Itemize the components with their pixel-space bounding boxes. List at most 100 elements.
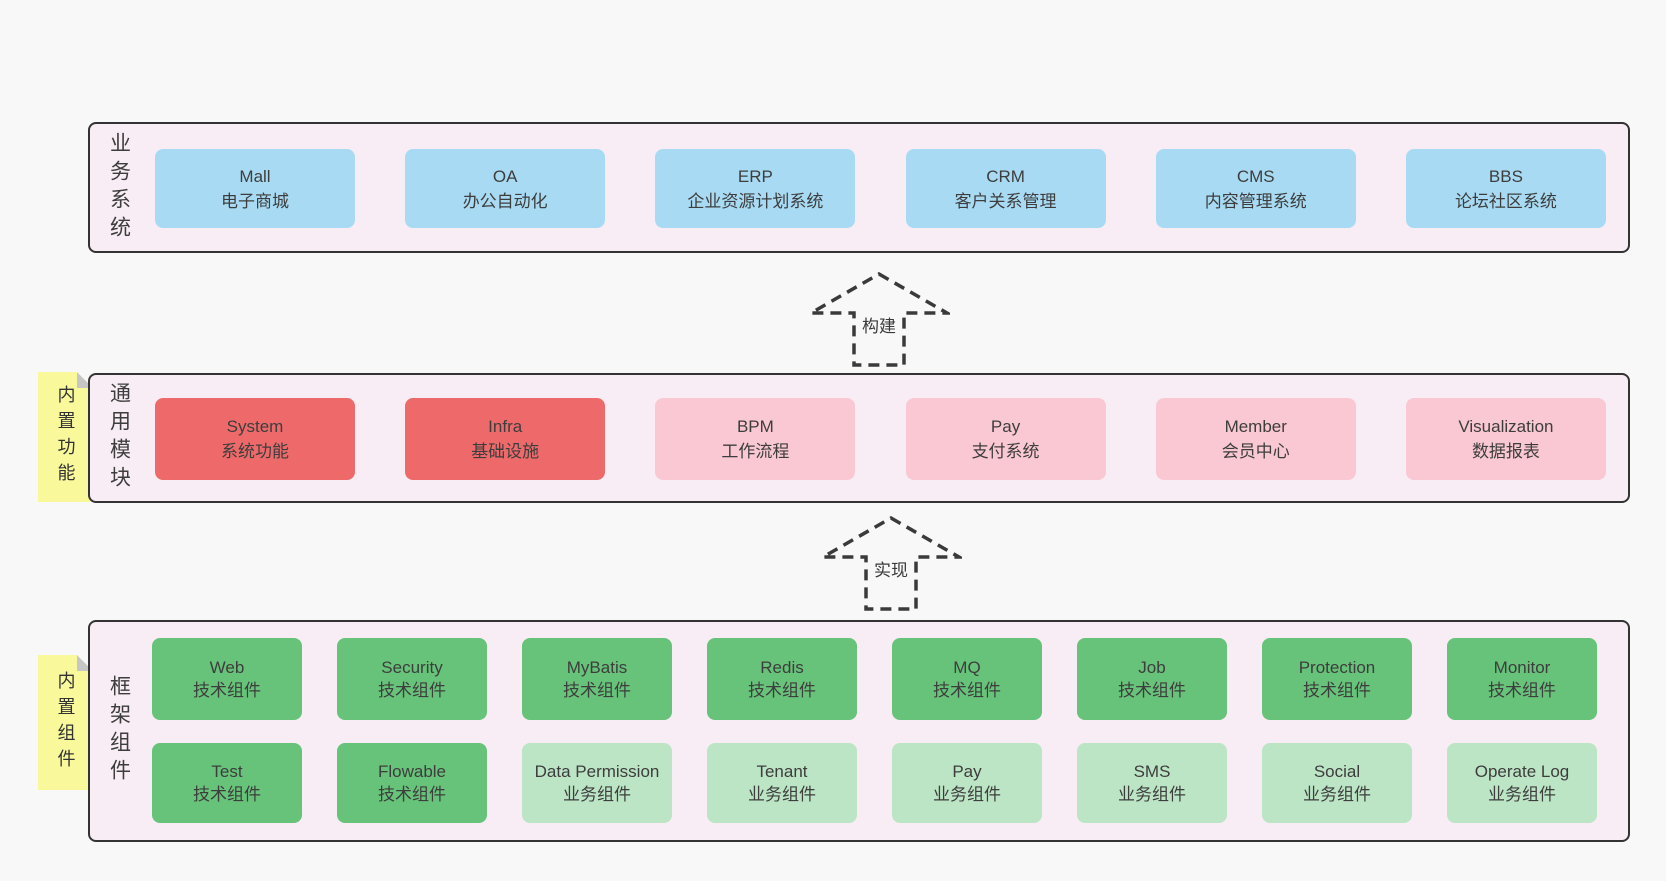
layer-label-business: 业务系统: [107, 131, 131, 244]
box-name: Protection: [1298, 658, 1376, 677]
dashed-up-arrow-icon: [808, 271, 950, 367]
diagram-box-job: Job 技术组件: [1077, 638, 1227, 720]
box-subtitle: 业务组件: [748, 785, 816, 804]
arrow-up-implement: 实现: [820, 515, 962, 612]
box-subtitle: 技术组件: [1118, 681, 1186, 700]
box-subtitle: 业务组件: [1303, 785, 1371, 804]
box-name: Test: [211, 762, 243, 781]
diagram-box-monitor: Monitor 技术组件: [1447, 638, 1597, 720]
layer-label-components: 框架组件: [107, 675, 131, 787]
diagram-box-mall: Mall 电子商城: [155, 149, 355, 228]
diagram-box-tenant: Tenant 业务组件: [707, 743, 857, 823]
diagram-box-cms: CMS 内容管理系统: [1155, 149, 1356, 228]
layer-label-wrap: 通用模块: [90, 375, 148, 501]
box-name: MyBatis: [566, 658, 628, 677]
box-name: Security: [381, 658, 443, 677]
box-name: BBS: [1488, 166, 1523, 186]
layer-label-wrap: 框架组件: [90, 622, 148, 840]
sticky-note-builtin-components: 内置组件: [38, 655, 93, 790]
box-subtitle: 电子商城: [221, 191, 289, 211]
layer-label-modules: 通用模块: [107, 382, 131, 494]
layer-business-systems: 业务系统 Mall 电子商城 OA 办公自动化 ERP 企业资源计划系统 CRM…: [88, 122, 1630, 253]
box-name: Flowable: [377, 762, 447, 781]
box-subtitle: 办公自动化: [462, 191, 548, 211]
arrow-label-build: 构建: [858, 311, 900, 338]
box-name: Mall: [239, 166, 271, 186]
diagram-box-bbs: BBS 论坛社区系统: [1405, 149, 1606, 228]
box-subtitle: 技术组件: [193, 681, 261, 700]
diagram-box-member: Member 会员中心: [1155, 398, 1356, 480]
diagram-box-web: Web 技术组件: [152, 638, 302, 720]
box-subtitle: 论坛社区系统: [1454, 191, 1557, 211]
note-text: 内置功能: [55, 385, 76, 489]
components-row-2: Test 技术组件 Flowable 技术组件 Data Permission …: [152, 743, 1597, 823]
box-name: Visualization: [1458, 417, 1554, 436]
note-text: 内置组件: [55, 670, 76, 775]
diagram-box-protection: Protection 技术组件: [1262, 638, 1412, 720]
diagram-box-social: Social 业务组件: [1262, 743, 1412, 823]
box-subtitle: 基础设施: [471, 442, 540, 461]
diagram-box-test: Test 技术组件: [152, 743, 302, 823]
box-name: OA: [492, 166, 518, 186]
box-name: Infra: [488, 417, 523, 436]
box-subtitle: 技术组件: [378, 785, 446, 804]
diagram-box-flowable: Flowable 技术组件: [337, 743, 487, 823]
box-name: SMS: [1133, 762, 1171, 781]
box-name: Pay: [952, 762, 982, 781]
box-subtitle: 工作流程: [721, 442, 790, 461]
layer-common-modules: 通用模块 System 系统功能 Infra 基础设施 BPM 工作流程 Pay…: [88, 373, 1630, 503]
box-subtitle: 客户关系管理: [954, 191, 1057, 211]
arrow-up-build: 构建: [808, 271, 950, 368]
box-name: MQ: [953, 658, 981, 677]
box-subtitle: 技术组件: [193, 785, 261, 804]
diagram-box-redis: Redis 技术组件: [707, 638, 857, 720]
box-name: Social: [1313, 762, 1361, 781]
box-subtitle: 系统功能: [221, 442, 289, 461]
components-row-1: Web 技术组件 Security 技术组件 MyBatis 技术组件 Redi…: [152, 638, 1597, 720]
diagram-box-operate-log: Operate Log 业务组件: [1447, 743, 1597, 823]
arrow-label-implement: 实现: [870, 555, 912, 582]
diagram-box-oa: OA 办公自动化: [405, 149, 606, 228]
box-name: ERP: [737, 166, 773, 186]
diagram-box-pay-module: Pay 支付系统: [905, 398, 1106, 480]
layer-label-wrap: 业务系统: [90, 124, 148, 251]
box-subtitle: 支付系统: [971, 442, 1040, 461]
dashed-up-arrow-icon: [820, 515, 962, 611]
box-subtitle: 会员中心: [1221, 442, 1290, 461]
box-subtitle: 技术组件: [563, 681, 631, 700]
box-subtitle: 技术组件: [378, 681, 446, 700]
diagram-box-security: Security 技术组件: [337, 638, 487, 720]
layer-framework-components: 框架组件 Web 技术组件 Security 技术组件 MyBatis 技术组件…: [88, 620, 1630, 842]
box-name: CMS: [1236, 166, 1275, 186]
box-name: Pay: [990, 417, 1021, 436]
box-subtitle: 企业资源计划系统: [687, 191, 824, 211]
box-subtitle: 业务组件: [1488, 785, 1556, 804]
box-subtitle: 技术组件: [933, 681, 1001, 700]
box-name: Operate Log: [1474, 762, 1570, 781]
diagram-box-data-permission: Data Permission 业务组件: [522, 743, 672, 823]
diagram-box-bpm: BPM 工作流程: [655, 398, 856, 480]
business-boxes-row: Mall 电子商城 OA 办公自动化 ERP 企业资源计划系统 CRM 客户关系…: [155, 149, 1606, 228]
box-subtitle: 业务组件: [1118, 785, 1186, 804]
box-name: Monitor: [1493, 658, 1551, 677]
diagram-box-infra: Infra 基础设施: [405, 398, 606, 480]
diagram-box-pay-component: Pay 业务组件: [892, 743, 1042, 823]
box-name: CRM: [986, 166, 1025, 186]
box-subtitle: 内容管理系统: [1204, 191, 1307, 211]
box-subtitle: 技术组件: [1488, 681, 1556, 700]
diagram-box-mq: MQ 技术组件: [892, 638, 1042, 720]
diagram-box-mybatis: MyBatis 技术组件: [522, 638, 672, 720]
box-subtitle: 业务组件: [933, 785, 1001, 804]
box-name: Member: [1224, 417, 1287, 436]
box-name: Tenant: [756, 762, 808, 781]
box-name: Data Permission: [534, 762, 660, 781]
box-name: Job: [1138, 658, 1166, 677]
diagram-box-crm: CRM 客户关系管理: [905, 149, 1106, 228]
box-subtitle: 数据报表: [1471, 442, 1540, 461]
module-boxes-row: System 系统功能 Infra 基础设施 BPM 工作流程 Pay 支付系统…: [155, 398, 1606, 480]
sticky-note-builtin-features: 内置功能: [38, 372, 93, 502]
box-subtitle: 技术组件: [1303, 681, 1371, 700]
box-subtitle: 业务组件: [563, 785, 631, 804]
box-subtitle: 技术组件: [748, 681, 816, 700]
